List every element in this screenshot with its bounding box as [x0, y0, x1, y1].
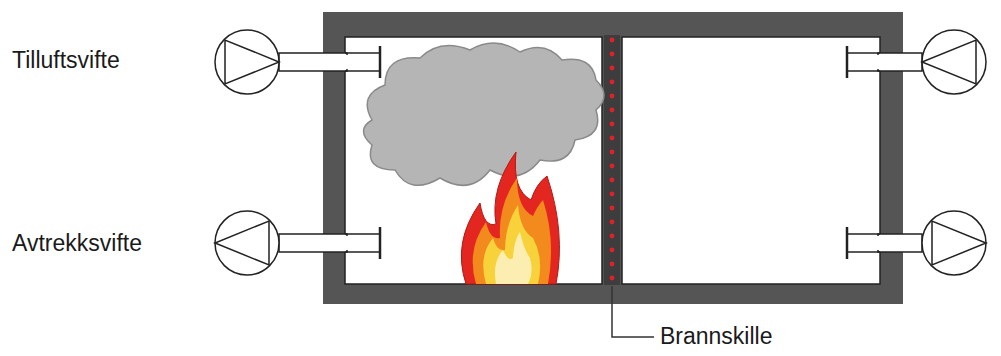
fan-label: Avtrekksvifte [12, 231, 142, 256]
flame [461, 152, 559, 284]
neighbour-room [622, 37, 880, 284]
ducts [279, 46, 922, 259]
smoke [364, 43, 605, 185]
leader-line [612, 286, 654, 337]
fans [215, 30, 986, 275]
partition-label: Brannskille [660, 324, 773, 349]
fan-label: Tilluftsvifte [12, 48, 120, 73]
fire-partition [604, 35, 620, 285]
partition-dots [610, 38, 615, 281]
building-wall [323, 12, 903, 304]
